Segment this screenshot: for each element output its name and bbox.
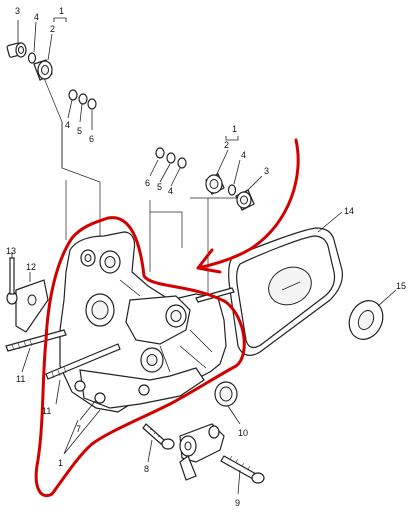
ring-part-4b	[68, 89, 78, 101]
callout-label: 13	[6, 246, 16, 256]
washer-part-15	[348, 300, 384, 340]
callout-label: 4	[241, 150, 246, 160]
gasket-part-14	[228, 227, 343, 356]
callout-label: 9	[235, 498, 240, 508]
callout-label: 2	[224, 140, 229, 150]
bolt-part-9	[220, 455, 265, 484]
callout-label: 10	[238, 428, 248, 438]
red-arrow-head	[196, 248, 222, 274]
collar-part-3b	[235, 189, 255, 211]
bracket-mark	[225, 136, 239, 141]
callout-label: 4	[168, 186, 173, 196]
bushing-part-2	[33, 59, 53, 81]
bushing-part-2b	[205, 173, 225, 195]
bolt-part-8	[142, 423, 175, 450]
bolt-part-13	[6, 257, 18, 305]
callout-label: 1	[59, 6, 64, 16]
top-left-parts	[6, 42, 97, 110]
ring-part-5c	[166, 152, 176, 164]
ring-part-4d	[177, 157, 187, 169]
callout-leaders	[11, 20, 397, 495]
callout-label: 8	[144, 464, 149, 474]
callout-label: 1	[232, 124, 237, 134]
callout-label: 15	[396, 281, 406, 291]
ring-part-6b	[87, 98, 97, 110]
callout-label: 6	[89, 134, 94, 144]
callout-label: 7	[76, 424, 81, 434]
red-outline-loop	[34, 216, 246, 497]
pipe-fitting	[179, 423, 225, 481]
bracket-part-12	[15, 279, 49, 333]
callout-label: 6	[145, 178, 150, 188]
bracket-mark	[53, 17, 67, 22]
right-small-parts	[155, 147, 255, 211]
callout-label: 4	[65, 120, 70, 130]
o-ring-part-4	[27, 52, 37, 64]
callout-label: 14	[344, 206, 354, 216]
stud-bolts-part-11	[5, 329, 121, 380]
callout-label: 12	[26, 262, 36, 272]
crankcase-assembly	[59, 231, 235, 413]
ring-part-5b	[78, 93, 88, 105]
callout-label: 2	[50, 24, 55, 34]
callout-labels: 3 4 1 2 4 5 6 1 2 4 3 6 5 4 14 15 13 12 …	[6, 6, 406, 508]
ring-part-6c	[155, 147, 165, 159]
collar-part-3	[6, 42, 27, 58]
callout-label: 3	[264, 166, 269, 176]
callout-label: 4	[34, 12, 39, 22]
o-ring-part-4c	[227, 184, 237, 196]
plug-part-10	[214, 381, 238, 407]
callout-label: 11	[16, 374, 25, 384]
callout-label: 3	[15, 6, 20, 16]
red-arrow-stroke	[196, 138, 300, 270]
red-annotation	[34, 138, 300, 497]
guide-lines	[43, 77, 240, 300]
callout-label: 5	[77, 126, 82, 136]
callout-label: 11	[42, 406, 51, 416]
callout-label: 5	[157, 182, 162, 192]
callout-label: 1	[58, 458, 63, 468]
